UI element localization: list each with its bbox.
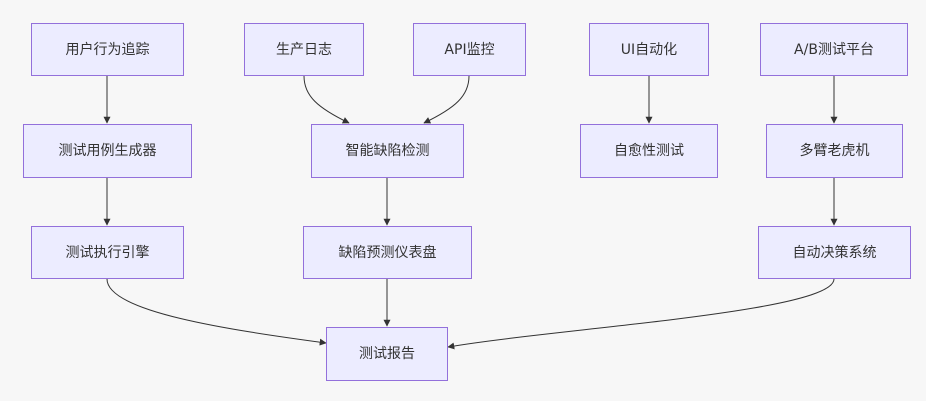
node-test-report: 测试报告	[326, 327, 448, 381]
edge-prod-logs-to-smart-defect	[303, 75, 350, 124]
node-prod-logs-label: 生产日志	[276, 41, 332, 58]
node-test-report-label: 测试报告	[359, 346, 415, 362]
edge-api-monitor-to-smart-defect	[423, 75, 470, 124]
node-smart-defect-label: 智能缺陷检测	[345, 143, 430, 159]
node-bandit-label: 多臂老虎机	[799, 143, 870, 159]
node-ab-platform-label: A/B测试平台	[794, 41, 874, 58]
node-auto-decision: 自动决策系统	[758, 226, 911, 279]
node-testcase-generator: 测试用例生成器	[23, 124, 192, 178]
node-self-healing: 自愈性测试	[580, 124, 718, 178]
node-api-monitor-label: API监控	[444, 41, 495, 58]
node-prod-logs: 生产日志	[244, 23, 364, 76]
node-smart-defect: 智能缺陷检测	[311, 124, 464, 178]
node-auto-decision-label: 自动决策系统	[792, 244, 877, 261]
node-exec-engine-label: 测试执行引擎	[65, 244, 150, 261]
node-user-tracking-label: 用户行为追踪	[65, 41, 150, 58]
node-exec-engine: 测试执行引擎	[31, 226, 184, 279]
edge-auto-decision-to-test-report	[447, 278, 835, 350]
node-ab-platform: A/B测试平台	[760, 23, 908, 76]
node-ui-automation-label: UI自动化	[620, 41, 678, 58]
node-testcase-generator-label: 测试用例生成器	[58, 143, 157, 159]
node-self-healing-label: 自愈性测试	[614, 143, 684, 159]
node-bandit: 多臂老虎机	[766, 124, 903, 178]
node-defect-dashboard-label: 缺陷预测仪表盘	[338, 244, 437, 261]
node-user-tracking: 用户行为追踪	[31, 23, 184, 76]
node-api-monitor: API监控	[413, 23, 526, 76]
edge-exec-engine-to-test-report	[106, 278, 327, 346]
node-ui-automation: UI自动化	[589, 23, 709, 76]
node-defect-dashboard: 缺陷预测仪表盘	[303, 226, 472, 279]
